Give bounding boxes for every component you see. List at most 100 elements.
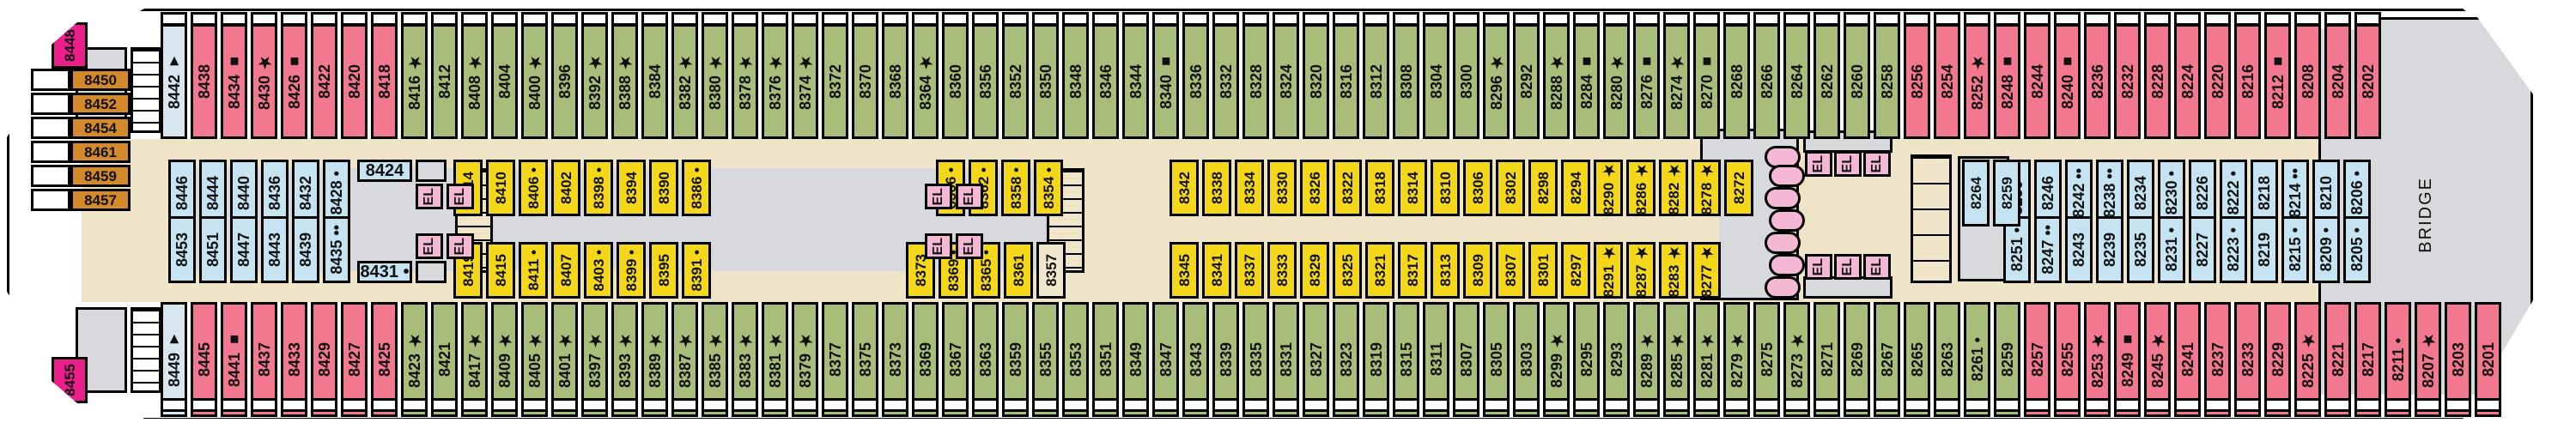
cabin-8223[interactable]: 8223 • [2220, 216, 2247, 283]
cabin-8314[interactable]: 8314 [1398, 160, 1427, 216]
cabin-8428[interactable]: 8428 • [323, 160, 350, 227]
cabin-8299[interactable]: 8299 ★ [1543, 302, 1570, 417]
cabin-8441[interactable]: 8441 ■ [221, 302, 247, 417]
elevator-12[interactable]: EL [1805, 254, 1832, 280]
cabin-8273[interactable]: 8273 ★ [1783, 302, 1810, 417]
cabin-8421[interactable]: 8421 [431, 302, 458, 417]
cabin-8217[interactable]: 8217 [2354, 302, 2381, 417]
cabin-8228[interactable]: 8228 [2144, 24, 2171, 139]
cabin-8393[interactable]: 8393 ★ [611, 302, 638, 417]
cabin-8373[interactable]: 8373 [882, 302, 908, 417]
cabin-8244[interactable]: 8244 [2024, 24, 2050, 139]
cabin-8454[interactable]: 8454 [70, 117, 131, 139]
cabin-8364[interactable]: 8364 ★ [912, 24, 939, 139]
cabin-8450[interactable]: 8450 [70, 69, 131, 91]
cabin-8240[interactable]: 8240 ■ [2054, 24, 2081, 139]
cabin-8311[interactable]: 8311 [1423, 302, 1449, 417]
cabin-8238[interactable]: 8238 •• [2096, 160, 2123, 227]
cabin-8230[interactable]: 8230 • [2158, 160, 2185, 227]
cabin-8305[interactable]: 8305 [1483, 302, 1510, 417]
elevator-2[interactable]: EL [447, 184, 474, 209]
cabin-8361[interactable]: 8361 [1004, 242, 1033, 299]
cabin-8356[interactable]: 8356 [972, 24, 999, 139]
cabin-8343[interactable]: 8343 [1182, 302, 1209, 417]
cabin-8376[interactable]: 8376 ★ [762, 24, 788, 139]
cabin-8448[interactable]: 8448 [52, 22, 88, 69]
cabin-8317[interactable]: 8317 [1398, 242, 1427, 299]
cabin-8209[interactable]: 8209 • [2312, 216, 2340, 283]
cabin-8411[interactable]: 8411 • [519, 242, 548, 299]
elevator-1[interactable]: EL [416, 184, 443, 209]
elevator-11[interactable]: EL [1863, 151, 1891, 177]
cabin-8347[interactable]: 8347 [1152, 302, 1179, 417]
cabin-8265[interactable]: 8265 [1904, 302, 1930, 417]
cabin-8255[interactable]: 8255 [2054, 302, 2081, 417]
elevator-14[interactable]: EL [1863, 254, 1891, 280]
cabin-8235[interactable]: 8235 [2127, 216, 2154, 283]
cabin-8387[interactable]: 8387 ★ [671, 302, 698, 417]
cabin-8269[interactable]: 8269 [1844, 302, 1870, 417]
cabin-8262[interactable]: 8262 [1814, 24, 1840, 139]
cabin-8260[interactable]: 8260 [1844, 24, 1870, 139]
cabin-8242[interactable]: 8242 •• [2065, 160, 2093, 227]
cabin-8274[interactable]: 8274 ★ [1663, 24, 1690, 139]
cabin-8352[interactable]: 8352 [1002, 24, 1029, 139]
cabin-8457[interactable]: 8457 [70, 189, 131, 211]
cabin-8264[interactable]: 8264 [1962, 160, 1990, 227]
cabin-8375[interactable]: 8375 [852, 302, 878, 417]
cabin-8358[interactable]: 8358 • [1001, 160, 1030, 216]
elevator-4[interactable]: EL [447, 233, 474, 259]
cabin-8276[interactable]: 8276 ■ [1633, 24, 1660, 139]
elevator-9[interactable]: EL [1805, 151, 1832, 177]
cabin-8384[interactable]: 8384 [641, 24, 668, 139]
cabin-8386[interactable]: 8386 • [682, 160, 711, 216]
cabin-8212[interactable]: 8212 ■ [2264, 24, 2291, 139]
cabin-8226[interactable]: 8226 [2189, 160, 2216, 227]
cabin-8418[interactable]: 8418 [371, 24, 398, 139]
cabin-8330[interactable]: 8330 [1267, 160, 1297, 216]
cabin-8264[interactable]: 8264 [1783, 24, 1810, 139]
cabin-8205[interactable]: 8205 • [2343, 216, 2371, 283]
cabin-8397[interactable]: 8397 ★ [581, 302, 608, 417]
cabin-8435[interactable]: 8435 •• [323, 216, 350, 283]
cabin-8328[interactable]: 8328 [1242, 24, 1269, 139]
elevator-8[interactable]: EL [956, 233, 983, 259]
cabin-8426[interactable]: 8426 ■ [281, 24, 307, 139]
cabin-8419[interactable]: 8419 [453, 242, 483, 299]
elevator-6[interactable]: EL [956, 184, 983, 209]
cabin-8437[interactable]: 8437 [251, 302, 277, 417]
cabin-8342[interactable]: 8342 [1170, 160, 1199, 216]
cabin-8241[interactable]: 8241 [2174, 302, 2201, 417]
cabin-8391[interactable]: 8391 • [682, 242, 711, 299]
cabin-8452[interactable]: 8452 [70, 93, 131, 115]
cabin-8447[interactable]: 8447 [230, 216, 258, 283]
cabin-8208[interactable]: 8208 [2294, 24, 2321, 139]
cabin-8295[interactable]: 8295 [1573, 302, 1600, 417]
cabin-8327[interactable]: 8327 [1303, 302, 1329, 417]
cabin-8341[interactable]: 8341 [1202, 242, 1231, 299]
cabin-8444[interactable]: 8444 [199, 160, 227, 227]
cabin-8446[interactable]: 8446 [168, 160, 196, 227]
cabin-8405[interactable]: 8405 ★ [521, 302, 548, 417]
cabin-8231[interactable]: 8231 • [2158, 216, 2185, 283]
cabin-8346[interactable]: 8346 [1092, 24, 1119, 139]
cabin-8379[interactable]: 8379 ★ [792, 302, 818, 417]
cabin-8290[interactable]: 8290 ★ [1594, 160, 1623, 216]
cabin-8210[interactable]: 8210 [2312, 160, 2340, 227]
cabin-8439[interactable]: 8439 [292, 216, 319, 283]
cabin-8259[interactable]: 8259 [1993, 160, 2020, 227]
cabin-8351[interactable]: 8351 [1092, 302, 1119, 417]
cabin-8270[interactable]: 8270 ■ [1693, 24, 1720, 139]
cabin-8378[interactable]: 8378 ★ [732, 24, 758, 139]
cabin-8451[interactable]: 8451 [199, 216, 227, 283]
cabin-8293[interactable]: 8293 [1603, 302, 1630, 417]
cabin-8335[interactable]: 8335 [1242, 302, 1269, 417]
cabin-8232[interactable]: 8232 [2114, 24, 2141, 139]
cabin-8430[interactable]: 8430 ★ [251, 24, 277, 139]
cabin-8374[interactable]: 8374 ★ [792, 24, 818, 139]
cabin-8318[interactable]: 8318 [1365, 160, 1394, 216]
cabin-8423[interactable]: 8423 ★ [401, 302, 428, 417]
cabin-8334[interactable]: 8334 [1235, 160, 1264, 216]
elevator-5[interactable]: EL [925, 184, 952, 209]
cabin-8424[interactable]: 8424 [357, 160, 412, 182]
